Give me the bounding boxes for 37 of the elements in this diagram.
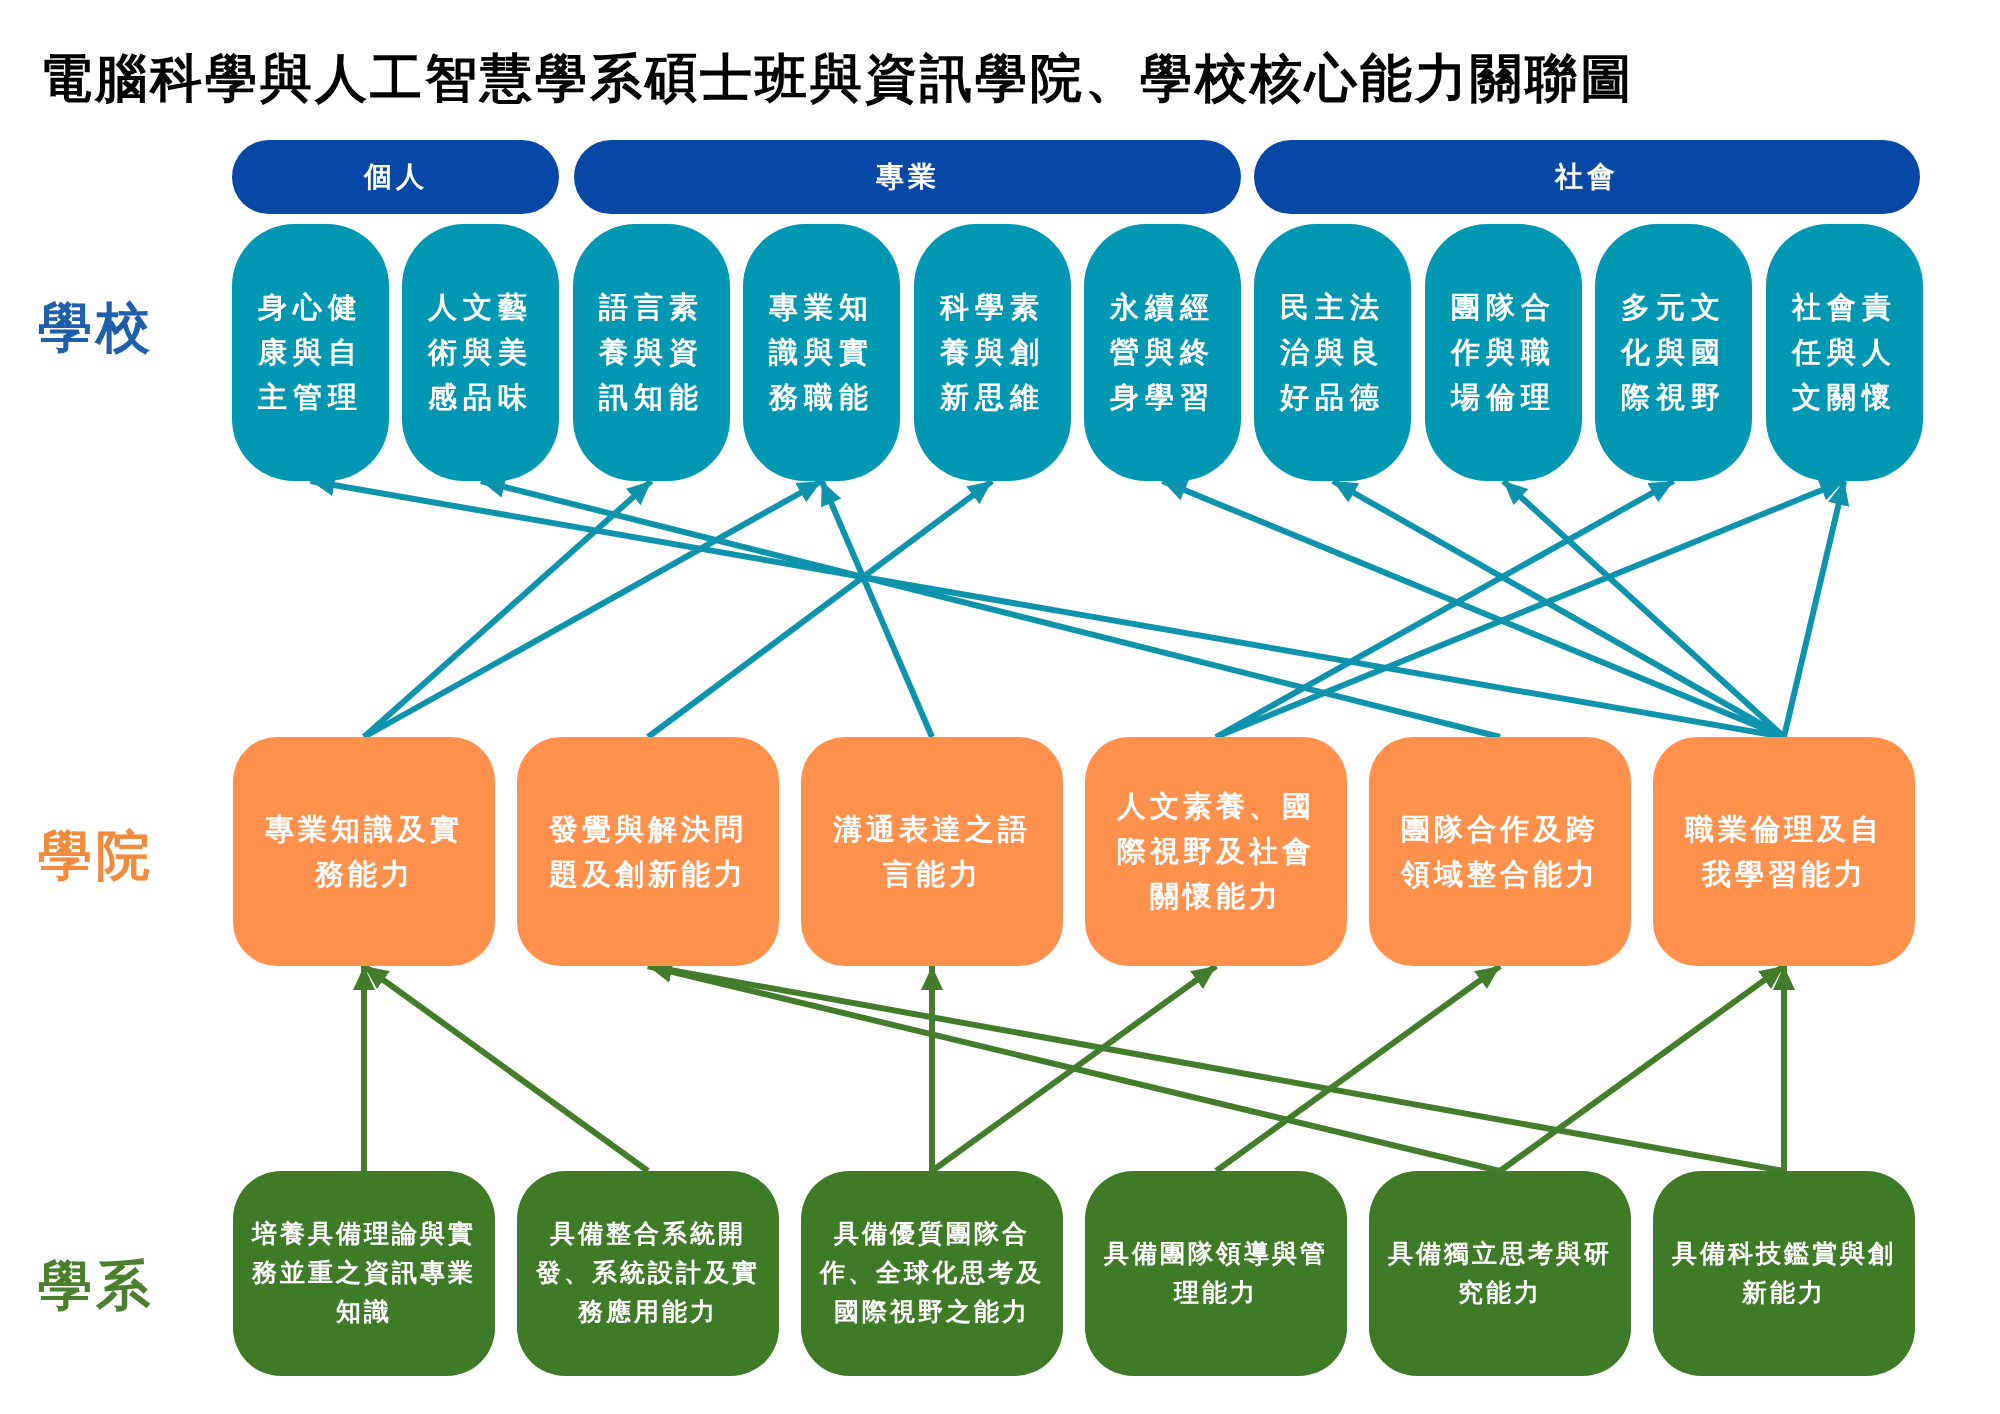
- arrow: [1773, 966, 1795, 1171]
- arrow: [1781, 480, 1850, 738]
- category-band: 個人: [232, 140, 559, 214]
- school-competency-box: 科學素養與創新思維: [913, 224, 1071, 481]
- school-competency-box: 人文藝術與美感品味: [402, 224, 560, 481]
- college-competency-box: 專業知識及實務能力: [233, 737, 495, 966]
- college-competency-box: 溝通表達之語言能力: [801, 737, 1063, 966]
- row-label: 學院: [38, 823, 154, 889]
- row-label: 學系: [38, 1253, 154, 1319]
- row-label: 學校: [38, 295, 154, 361]
- department-competency-box: 具備團隊領導與管理能力: [1085, 1171, 1347, 1376]
- arrow: [1214, 963, 1502, 1174]
- arrow: [818, 479, 935, 739]
- arrow: [362, 478, 824, 740]
- school-competency-box: 社會責任與人文關懷: [1765, 224, 1923, 481]
- title: 電腦科學與人工智慧學系碩士班與資訊學院、學校核心能力關聯圖: [40, 47, 1635, 110]
- department-competency-box: 培養具備理論與實務並重之資訊專業知識: [233, 1171, 495, 1376]
- school-competency-box: 身心健康與自主管理: [232, 224, 389, 481]
- department-competency-box: 具備優質團隊合作、全球化思考及國際視野之能力: [801, 1171, 1063, 1376]
- arrow: [353, 966, 375, 1171]
- department-competency-box: 具備科技鑑賞與創新能力: [1653, 1171, 1915, 1376]
- college-competency-box: 人文素養、國際視野及社會關懷能力: [1085, 737, 1347, 966]
- school-competency-box: 語言素養與資訊知能: [572, 224, 730, 481]
- arrow: [921, 966, 943, 1171]
- school-competency-box: 多元文化與國際視野: [1595, 224, 1753, 481]
- school-competency-box: 民主法治與良好品德: [1254, 224, 1412, 481]
- college-competency-box: 發覺與解決問題及創新能力: [517, 737, 779, 966]
- department-competency-box: 具備獨立思考與研究能力: [1369, 1171, 1631, 1376]
- category-band: 社會: [1254, 140, 1920, 214]
- college-competency-box: 團隊合作及跨領域整合能力: [1369, 737, 1631, 966]
- department-competency-box: 具備整合系統開發、系統設計及實務應用能力: [517, 1171, 779, 1376]
- school-competency-box: 永續經營與終身學習: [1084, 224, 1241, 481]
- arrow: [646, 478, 994, 740]
- category-band: 專業: [574, 140, 1241, 214]
- college-competency-box: 職業倫理及自我學習能力: [1653, 737, 1915, 966]
- school-competency-box: 團隊合作與職場倫理: [1424, 224, 1582, 481]
- school-competency-box: 專業知識與實務職能: [743, 224, 901, 481]
